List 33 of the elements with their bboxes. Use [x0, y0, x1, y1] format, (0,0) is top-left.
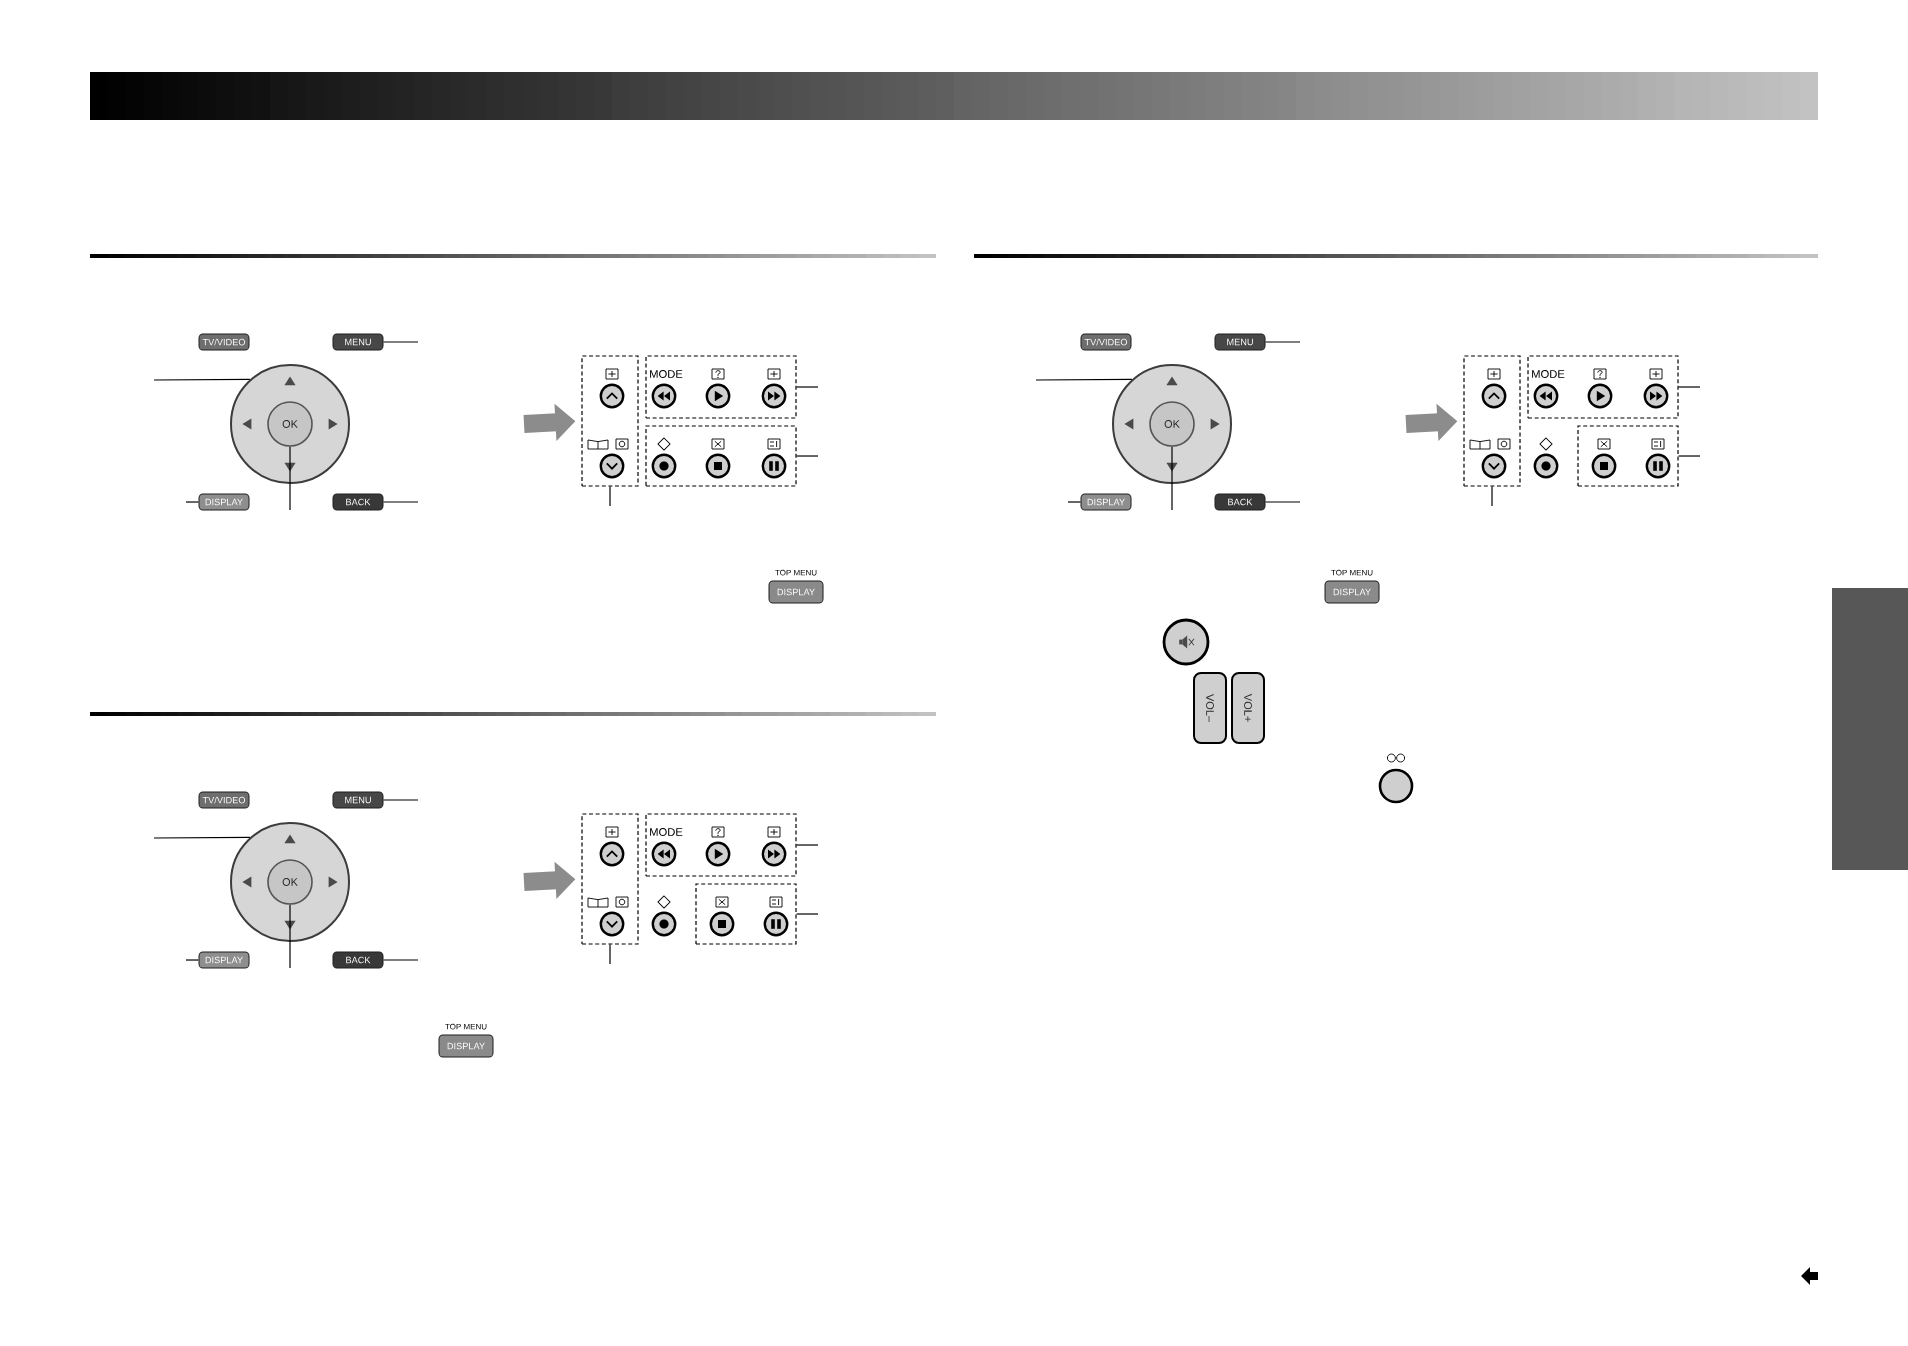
leader-line: [1067, 501, 1082, 503]
leader-line: [185, 501, 200, 503]
round-button: [1378, 768, 1414, 804]
leader-line: [382, 959, 419, 961]
dashed-group-box: [1577, 425, 1679, 487]
dashed-group-box: [581, 355, 639, 487]
leader-line: [796, 386, 819, 388]
leader-line: [289, 904, 291, 969]
leader-line: [1264, 501, 1301, 503]
dashed-group-box: [1463, 355, 1521, 487]
leader-line: [1678, 455, 1701, 457]
leader-line: [289, 446, 291, 511]
dashed-group-box: [645, 425, 797, 487]
leader-line: [153, 378, 251, 381]
side-tab: [1832, 588, 1908, 870]
leader-line: [382, 341, 419, 343]
leader-line: [153, 836, 251, 839]
dashed-group-box: [581, 813, 639, 945]
leader-line: [796, 913, 819, 915]
leader-line: [185, 959, 200, 961]
leader-line: [609, 944, 611, 965]
leader-line: [1035, 378, 1133, 381]
dashed-group-box: [695, 883, 797, 945]
leader-line: [382, 799, 419, 801]
mute-button: [1162, 618, 1210, 666]
leader-line: [382, 501, 419, 503]
leader-line: [796, 455, 819, 457]
leader-line: [1264, 341, 1301, 343]
leader-line: [609, 486, 611, 507]
leader-line: [1171, 446, 1173, 511]
leader-line: [796, 844, 819, 846]
leader-line: [1678, 386, 1701, 388]
leader-line: [1491, 486, 1493, 507]
